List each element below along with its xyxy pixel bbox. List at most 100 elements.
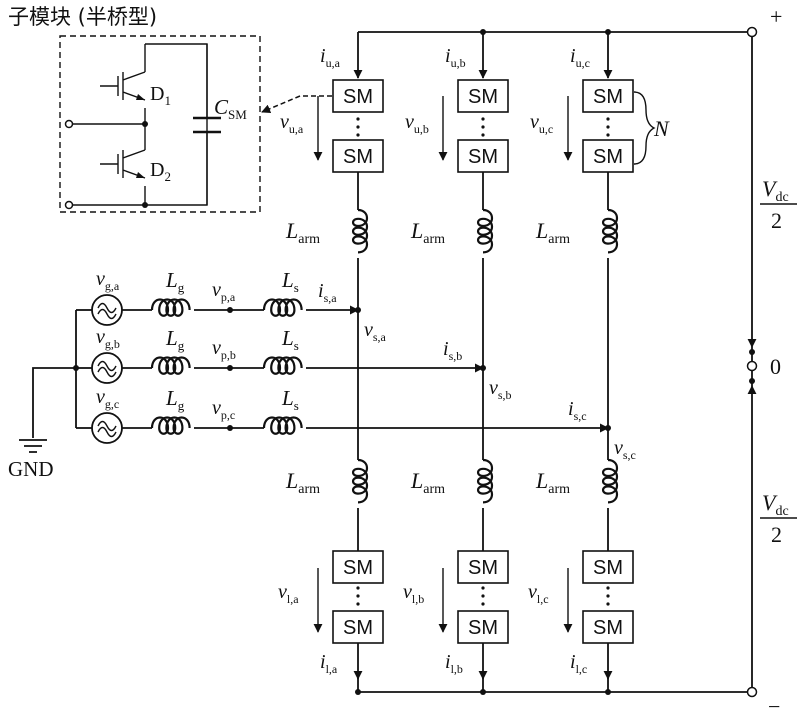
ac-node xyxy=(480,365,486,371)
submodule-terminal-top xyxy=(64,119,74,129)
lower-arm-voltage-label: vl,c xyxy=(528,581,549,606)
pcc-node xyxy=(227,425,233,431)
ac-source xyxy=(91,352,123,384)
sm-ellipsis xyxy=(356,117,360,137)
upper-arm-current-label: iu,c xyxy=(570,45,590,70)
dc-half-voltage-upper: Vdc 2 xyxy=(760,176,797,233)
grid-voltage-label: vg,a xyxy=(96,268,120,293)
dc-midpoint-node xyxy=(749,378,755,384)
dc-terminal-negative xyxy=(746,686,758,698)
sm-box: SM xyxy=(457,79,509,113)
upper-arm-inductor xyxy=(476,208,494,254)
sm-label: SM xyxy=(343,146,373,168)
sm-box: SM xyxy=(332,550,384,584)
grid-branch: vg,c Lg vp,c Ls is,c vs,c xyxy=(76,386,636,462)
ac-source xyxy=(91,412,123,444)
igbt-1 xyxy=(100,71,146,101)
dc-terminal-zero xyxy=(746,360,758,372)
upper-arm-current-label: iu,b xyxy=(445,45,466,70)
ground-symbol: GND xyxy=(8,367,76,481)
dc-minus-label: − xyxy=(768,694,780,719)
ac-current-label: is,a xyxy=(318,280,337,305)
gnd-label: GND xyxy=(8,457,54,481)
ac-current-label: is,b xyxy=(443,338,462,363)
dc-zero-label: 0 xyxy=(770,354,781,379)
pcc-voltage-label: vp,b xyxy=(212,337,236,362)
upper-arm-inductor-label: Larm xyxy=(535,218,570,247)
upper-arm-inductor-label: Larm xyxy=(285,218,320,247)
lower-arm-inductor-label: Larm xyxy=(410,468,445,497)
sm-label: SM xyxy=(593,86,623,108)
ac-voltage-label: vs,c xyxy=(614,437,636,462)
sm-label: SM xyxy=(593,146,623,168)
sm-label: SM xyxy=(593,557,623,579)
sm-box: SM xyxy=(457,550,509,584)
sm-label: SM xyxy=(343,617,373,639)
dc-voltage-label: Vdc xyxy=(762,490,789,519)
capacitor-label: CSM xyxy=(214,95,247,122)
sm-label: SM xyxy=(468,557,498,579)
grid-voltage-label: vg,c xyxy=(96,386,119,411)
submodule-outer-wire xyxy=(72,43,208,206)
series-inductor xyxy=(262,356,303,375)
lower-arm-inductor-label: Larm xyxy=(535,468,570,497)
lower-arm-inductor-label: Larm xyxy=(285,468,320,497)
submodule-callout-arrow xyxy=(261,95,332,114)
series-inductor-label: Ls xyxy=(281,386,299,413)
pcc-voltage-label: vp,c xyxy=(212,397,235,422)
diode-1-label: D1 xyxy=(150,83,171,108)
series-inductor-label: Ls xyxy=(281,268,299,295)
upper-arm-inductor xyxy=(351,208,369,254)
sm-ellipsis xyxy=(356,586,360,606)
submodule-terminal-bottom xyxy=(64,200,74,210)
sm-label: SM xyxy=(468,86,498,108)
grid-inductor-label: Lg xyxy=(165,268,185,295)
igbt-2 xyxy=(100,149,146,179)
upper-arm-voltage-label: vu,b xyxy=(405,111,429,136)
grid-inductor xyxy=(150,416,191,435)
submodule-dashed-border xyxy=(59,35,261,213)
lower-arm-voltage-label: vl,b xyxy=(403,581,424,606)
submodule-node xyxy=(142,202,148,208)
grid-inductor-label: Lg xyxy=(165,386,185,413)
pcc-node xyxy=(227,307,233,313)
lower-arm-inductor xyxy=(601,458,619,504)
series-inductor xyxy=(262,298,303,317)
ac-node xyxy=(605,425,611,431)
sm-label: SM xyxy=(343,86,373,108)
lower-arm-inductor xyxy=(476,458,494,504)
sm-ellipsis xyxy=(481,586,485,606)
dc-half-denominator: 2 xyxy=(771,208,782,233)
grid-inductor xyxy=(150,356,191,375)
dc-voltage-label: Vdc xyxy=(762,176,789,205)
series-inductor xyxy=(262,416,303,435)
upper-arm-voltage-label: vu,a xyxy=(280,111,304,136)
series-inductor-label: Ls xyxy=(281,326,299,353)
upper-arm-inductor-label: Larm xyxy=(410,218,445,247)
diode-2-label: D2 xyxy=(150,159,171,184)
ac-current-label: is,c xyxy=(568,398,587,423)
sm-box: SM xyxy=(582,79,634,113)
submodule-title: 子模块 (半桥型) xyxy=(8,5,157,29)
sm-label: SM xyxy=(593,617,623,639)
dc-half-voltage-lower: Vdc 2 xyxy=(760,490,797,547)
sm-box: SM xyxy=(582,550,634,584)
lower-arm-current-label: il,b xyxy=(445,651,463,676)
sm-ellipsis xyxy=(606,586,610,606)
grid-inductor-label: Lg xyxy=(165,326,185,353)
sm-label: SM xyxy=(468,617,498,639)
sm-box: SM xyxy=(582,610,634,644)
sm-label: SM xyxy=(468,146,498,168)
ac-node xyxy=(355,307,361,313)
sm-box: SM xyxy=(582,139,634,173)
sm-ellipsis xyxy=(481,117,485,137)
dc-midpoint-node xyxy=(749,349,755,355)
lower-arm-current-label: il,a xyxy=(320,651,338,676)
pcc-node xyxy=(227,365,233,371)
submodule-node xyxy=(142,121,148,127)
upper-arm-current-label: iu,a xyxy=(320,45,341,70)
sm-ellipsis xyxy=(606,117,610,137)
submodule-detail: 子模块 (半桥型) D1 D2 CSM xyxy=(8,5,261,213)
